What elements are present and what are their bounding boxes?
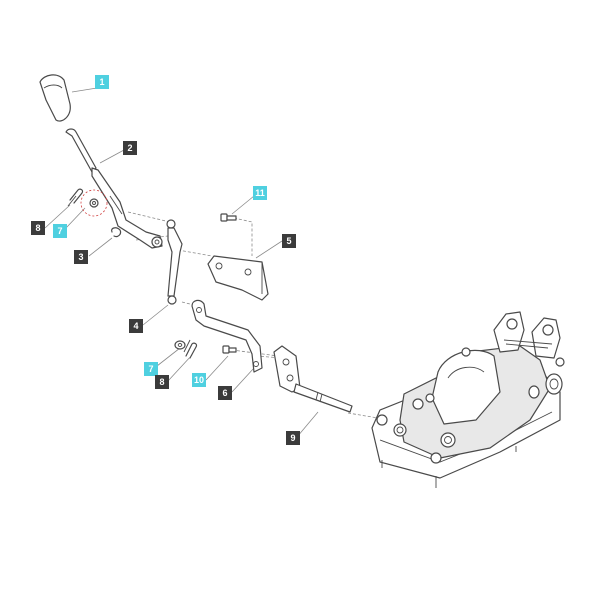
lift-housing [371,311,565,488]
leader-10 [205,355,229,381]
callout-8-upper: 8 [31,221,45,235]
leader-7a [65,207,86,229]
assembly-line-h [347,412,379,419]
leader-4 [142,304,169,326]
assembly-line-c [233,217,253,256]
callout-10: 10 [192,373,206,387]
hand-lever [65,128,163,249]
split-pin-upper [67,188,84,207]
assembly-line-e [181,301,199,307]
leader-8b [167,354,193,382]
mounting-bracket [207,255,269,301]
callout-2: 2 [123,141,137,155]
leader-2 [99,149,125,164]
detail-circle [80,189,108,217]
leader-6 [231,367,255,393]
leader-1 [71,87,98,93]
callout-8-lower: 8 [155,375,169,389]
leader-5 [255,240,283,259]
leader-lines [44,87,379,438]
leader-7b [156,347,181,367]
retaining-clip [111,227,122,238]
linkage-rod [166,219,183,305]
callout-5: 5 [282,234,296,248]
assembly-line-f [231,349,279,357]
callout-6: 6 [218,386,232,400]
callout-9: 9 [286,431,300,445]
bolt-upper [220,213,237,222]
callout-4: 4 [129,319,143,333]
washer-lower [174,340,186,350]
callout-1: 1 [95,75,109,89]
lower-link [191,299,263,373]
callout-3: 3 [74,250,88,264]
callout-11: 11 [253,186,267,200]
control-shaft [273,345,353,413]
callout-7-lower: 7 [144,362,158,376]
bolt-lower [222,345,237,354]
leader-3 [88,237,113,257]
assembly-line-a [127,211,171,223]
leader-11 [231,195,255,215]
lever-knob [39,74,71,122]
callout-7-upper: 7 [53,224,67,238]
assembly-line-d [177,249,213,257]
leader-8a [44,204,71,229]
split-pin-lower [183,339,198,359]
leader-9 [296,411,319,438]
